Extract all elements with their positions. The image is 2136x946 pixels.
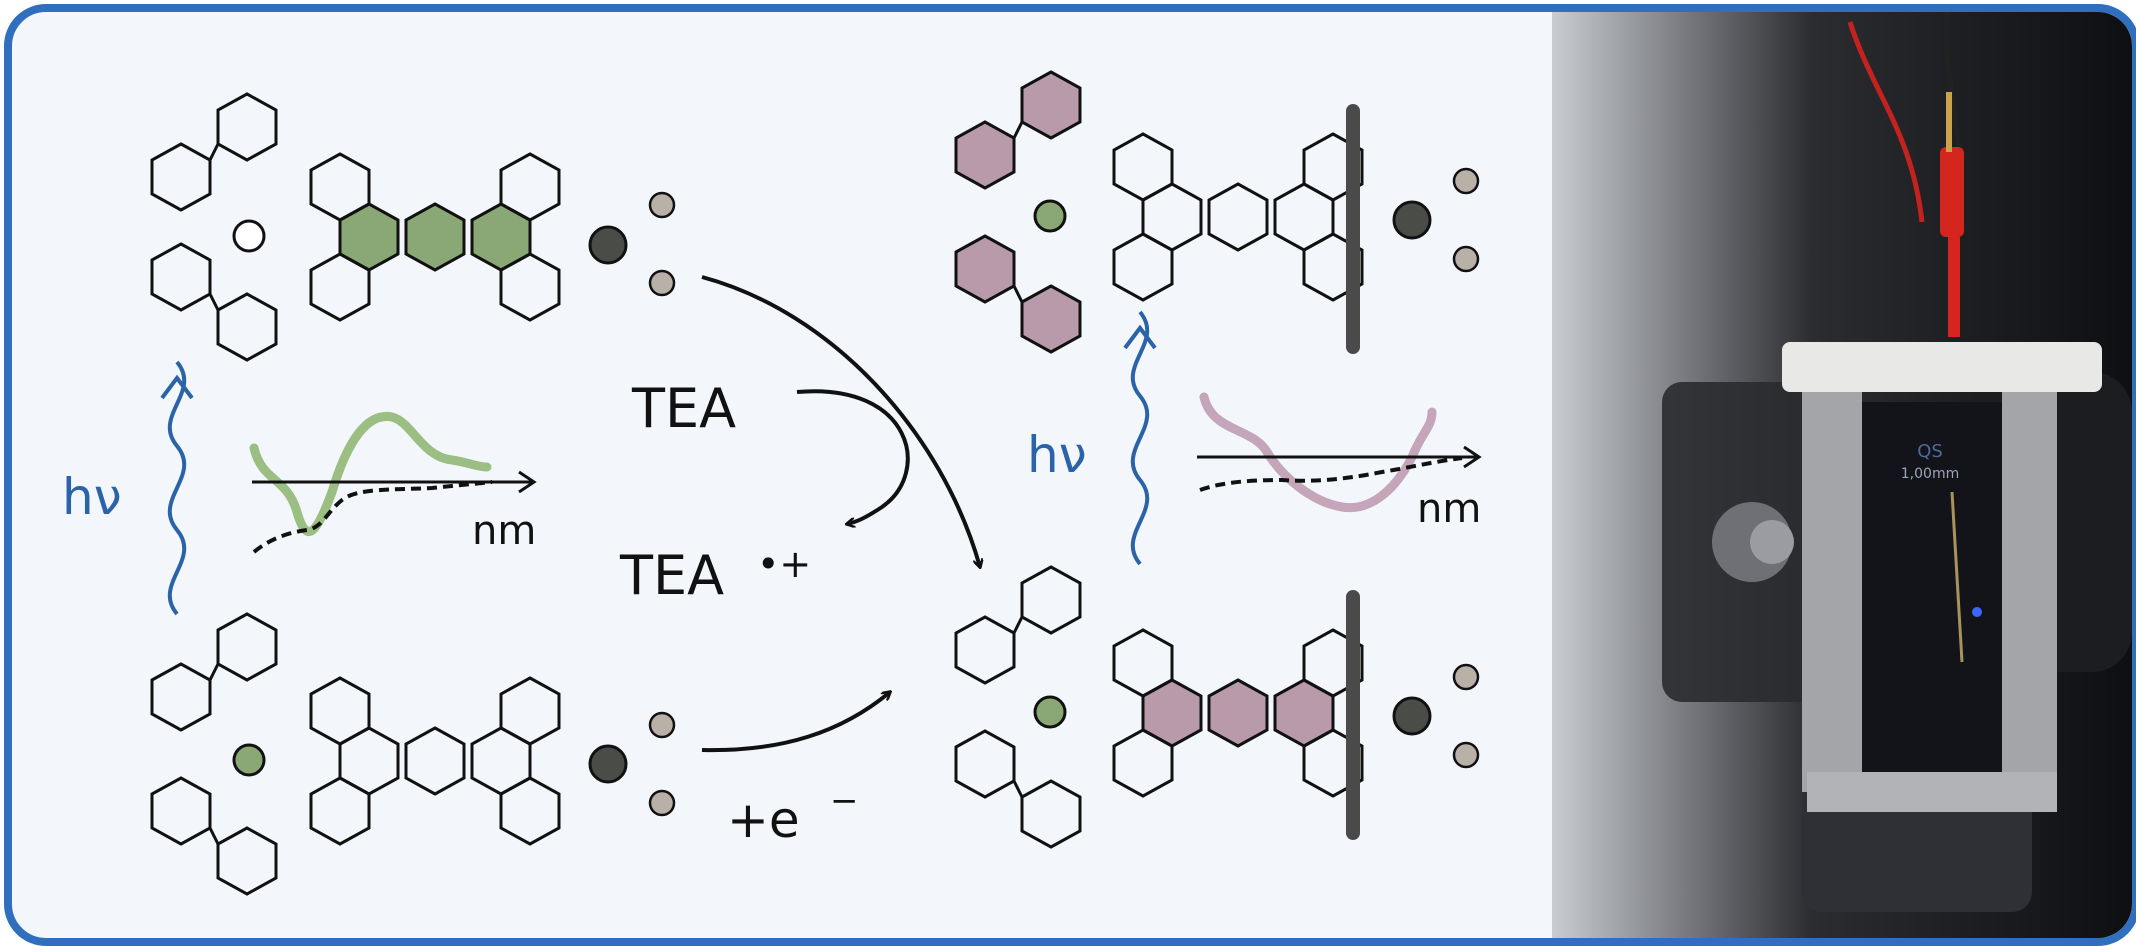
- bipyridine-ligand-lower: [150, 242, 278, 362]
- light-excitation-right: hν: [1027, 310, 1157, 566]
- cuvette-label-2: 1,00mm: [1901, 466, 1959, 482]
- hv-label-right: hν: [1027, 426, 1087, 484]
- bridging-ligand-green: [309, 152, 561, 322]
- ligand-dot: [648, 269, 676, 297]
- excited-state-complex: [954, 70, 1480, 354]
- spectrum-right: nm: [1197, 392, 1482, 532]
- metal-center-green: [232, 743, 266, 777]
- reduced-complex: [954, 565, 1480, 849]
- nm-label-right: nm: [1417, 486, 1481, 532]
- hv-label-left: hν: [62, 468, 122, 526]
- cuvette-photo: QS 1,00mm: [1552, 12, 2132, 938]
- reaction-scheme: QS 1,00mm: [62, 12, 2132, 938]
- purple-trace: [1199, 392, 1437, 513]
- light-excitation-left: hν: [62, 360, 194, 616]
- reduction-arrow: [701, 692, 890, 753]
- tea-radical-label: TEA: [619, 544, 724, 607]
- ground-state-complex: [150, 92, 676, 362]
- tea-label: TEA: [631, 377, 736, 440]
- electron-superscript: −: [830, 781, 859, 821]
- green-trace: [249, 412, 492, 537]
- tea-oxidation-arrow: [796, 389, 910, 524]
- metal-center-empty: [232, 219, 266, 253]
- electron-label: +e: [727, 791, 800, 849]
- nm-label-left: nm: [472, 508, 536, 554]
- tea-radical-superscript: •+: [757, 542, 811, 586]
- ligand-dot: [648, 191, 676, 219]
- electron-transfer-arrow: [701, 275, 980, 567]
- reaction-arrows: TEA TEA •+ +e −: [619, 275, 980, 849]
- cuvette-label-1: QS: [1917, 441, 1943, 462]
- electrode-bar: [1346, 104, 1360, 354]
- metal-center-dark: [588, 225, 628, 265]
- figure-frame: QS 1,00mm: [4, 4, 2136, 946]
- reduced-precursor-complex: [150, 612, 676, 896]
- bipyridine-ligand-upper: [150, 92, 278, 212]
- spectrum-left: nm: [249, 412, 537, 554]
